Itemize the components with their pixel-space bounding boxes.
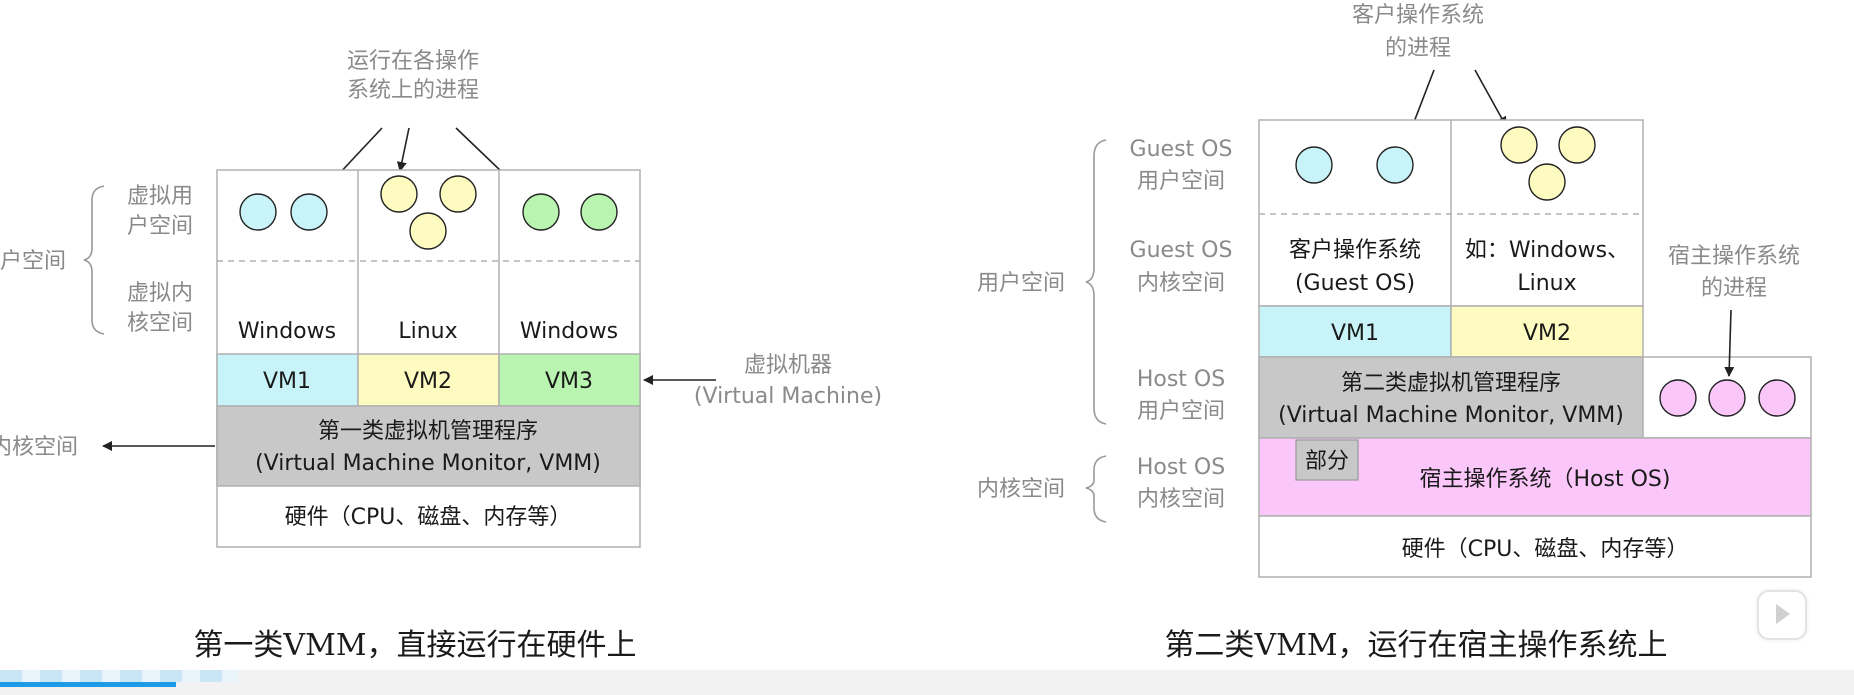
process-circle — [1295, 146, 1333, 184]
type2-example-l1: 如：Windows、 — [1465, 238, 1629, 263]
type2-vm-label: VM2 — [1523, 321, 1571, 346]
type1-vmm-line1: 第一类虚拟机管理程序 — [318, 419, 538, 444]
process-circle — [1376, 146, 1414, 184]
process-circle — [1558, 126, 1596, 164]
type1-caption: 第一类VMM，直接运行在硬件上 — [193, 628, 636, 663]
type2-vmm-box — [1258, 356, 1644, 439]
process-circle — [1708, 379, 1746, 417]
type1-vm-label-l1: 虚拟机器 — [744, 353, 832, 378]
process-circle — [239, 193, 277, 231]
type2-vm2-cell — [1450, 305, 1644, 358]
type2-hardware: 硬件（CPU、磁盘、内存等） — [1402, 537, 1689, 562]
play-icon[interactable] — [1757, 590, 1807, 640]
type2-kernel-space-label: 内核空间 — [977, 477, 1065, 502]
type1-vmm-line2: (Virtual Machine Monitor, VMM) — [255, 451, 601, 476]
type2-guest-os-l1: 客户操作系统 — [1289, 238, 1421, 263]
type2-caption: 第二类VMM，运行在宿主操作系统上 — [1164, 628, 1667, 663]
process-circle — [522, 193, 560, 231]
type2-process-label-l1: 客户操作系统 — [1352, 3, 1484, 28]
type1-virt-kernel-l1: 虚拟内 — [127, 281, 193, 306]
type1-user-space-label: 户空间 — [0, 249, 66, 274]
type2-guest-kernel-l1: Guest OS — [1130, 238, 1233, 263]
type1-os-label: Windows — [238, 319, 336, 344]
type1-kernel-space-label: 内核空间 — [0, 435, 78, 460]
type1-hardware: 硬件（CPU、磁盘、内存等） — [285, 505, 572, 530]
type2-hardware-box — [1258, 515, 1812, 578]
type2-guest-kernel-l2: 内核空间 — [1137, 271, 1225, 296]
type2-guest-user-l1: Guest OS — [1130, 137, 1233, 162]
type1-vm-label-l2: (Virtual Machine) — [694, 384, 882, 409]
type2-host-kernel-l2: 内核空间 — [1137, 487, 1225, 512]
type2-vm-label: VM1 — [1331, 321, 1379, 346]
video-progress-bar[interactable] — [0, 670, 1854, 695]
arrow-to-linux-process — [396, 127, 410, 172]
type2-guest-os-l2: (Guest OS) — [1295, 271, 1415, 296]
process-circle — [1758, 379, 1796, 417]
type1-vm-label: VM3 — [545, 369, 593, 394]
process-circle — [409, 212, 447, 250]
type2-diagram: 客户操作系统 的进程 客户操作系统 (Guest OS) 如：Windows、 … — [977, 3, 1812, 663]
type2-host-os-label: 宿主操作系统（Host OS) — [1420, 467, 1671, 492]
type2-host-user-l2: 用户空间 — [1137, 399, 1225, 424]
type2-host-proc-l1: 宿主操作系统 — [1668, 244, 1800, 269]
type2-partial-label: 部分 — [1305, 449, 1349, 474]
process-circle — [1528, 163, 1566, 201]
type1-diagram: 运行在各操作 系统上的进程 Windows Linux Windows VM1 … — [0, 49, 882, 663]
type1-vmm-box — [216, 405, 641, 487]
type1-virt-kernel-l2: 核空间 — [127, 311, 193, 336]
progress-buffer — [0, 670, 238, 682]
process-circle — [580, 193, 618, 231]
type2-user-space-label: 用户空间 — [977, 271, 1065, 296]
type1-os-label: Windows — [520, 319, 618, 344]
process-circle — [1659, 379, 1697, 417]
type1-brace — [83, 185, 105, 335]
type1-process-label-l2: 系统上的进程 — [347, 78, 479, 103]
process-circle — [1500, 126, 1538, 164]
type1-vm2-cell — [357, 353, 500, 407]
type2-vm1-cell — [1258, 305, 1452, 358]
type2-kernel-brace — [1085, 455, 1107, 523]
type1-vm-label: VM2 — [404, 369, 452, 394]
type2-vmm-line1: 第二类虚拟机管理程序 — [1341, 371, 1561, 396]
type2-process-label-l2: 的进程 — [1385, 36, 1451, 61]
type1-process-label-l1: 运行在各操作 — [347, 49, 479, 74]
type2-host-proc-l2: 的进程 — [1701, 276, 1767, 301]
type1-virt-user-l1: 虚拟用 — [127, 184, 193, 209]
process-circle — [439, 175, 477, 213]
type1-virt-user-l2: 户空间 — [127, 214, 193, 239]
type2-example-l2: Linux — [1517, 271, 1576, 296]
process-circle — [380, 175, 418, 213]
arrow-to-host-process — [1724, 309, 1735, 377]
type2-host-user-l1: Host OS — [1137, 367, 1225, 392]
type1-vm3-cell — [498, 353, 641, 407]
type1-vm-label: VM1 — [263, 369, 311, 394]
type2-host-kernel-l1: Host OS — [1137, 455, 1225, 480]
type2-guest-user-l2: 用户空间 — [1137, 169, 1225, 194]
type1-os-label: Linux — [398, 319, 457, 344]
type2-user-brace — [1085, 139, 1107, 425]
progress-fill — [0, 682, 177, 687]
type2-vmm-line2: (Virtual Machine Monitor, VMM) — [1278, 403, 1624, 428]
process-circle — [290, 193, 328, 231]
type2-partial-box — [1295, 439, 1359, 481]
arrow-to-guest-process — [1474, 69, 1507, 127]
